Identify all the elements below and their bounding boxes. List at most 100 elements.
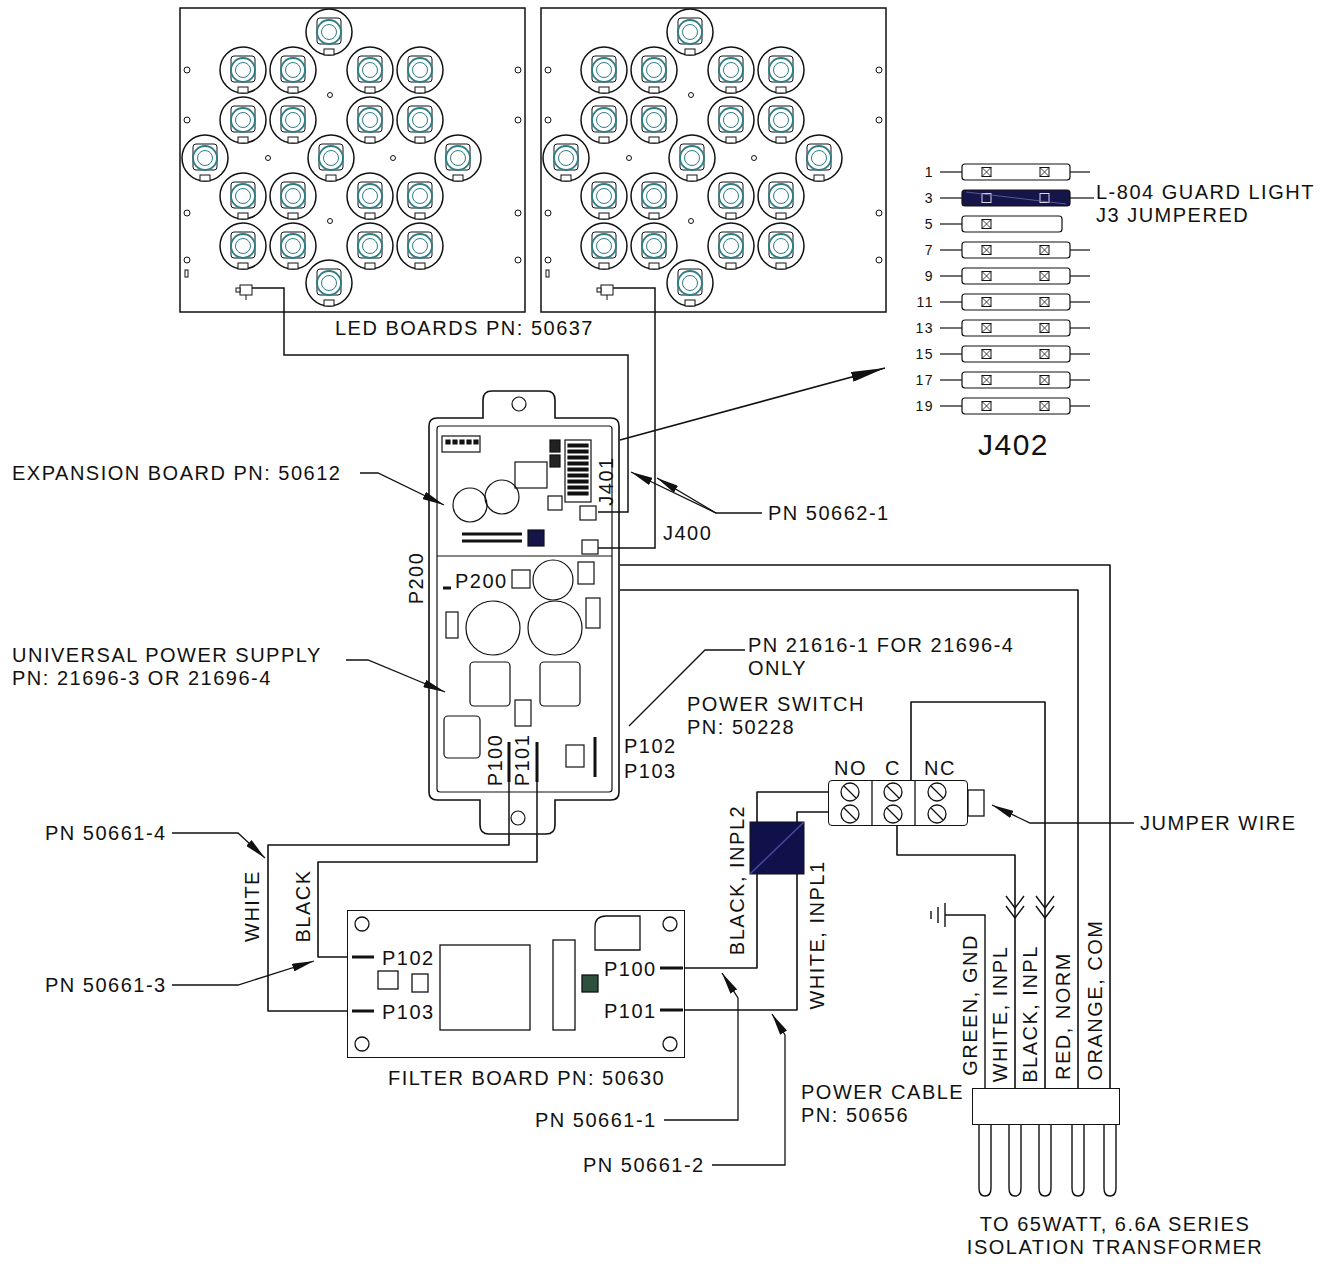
part-number: PN 50661-1 <box>535 1109 657 1132</box>
filter-board-parts <box>663 1037 677 1051</box>
leader-line <box>172 961 314 985</box>
power-supply-board <box>462 533 522 536</box>
leader-line <box>664 973 738 1120</box>
power-supply-board <box>515 462 547 488</box>
leader-line <box>346 660 445 692</box>
power-cable-parts <box>931 903 1116 1196</box>
filter-board-parts <box>595 916 640 950</box>
housing-outline <box>429 391 619 834</box>
filter-board-parts <box>355 1037 369 1051</box>
wire <box>318 835 537 957</box>
part-title: POWER CABLE PN: 50656 <box>801 1081 981 1127</box>
part-title: POWER SWITCH PN: 50228 <box>687 693 887 739</box>
part-label: UNIVERSAL POWER SUPPLY PN: 21696-3 OR 21… <box>12 644 342 690</box>
wire-label: WHITE <box>242 870 262 942</box>
power-supply-board <box>485 480 519 514</box>
jumper-header <box>940 268 1090 284</box>
terminal-label: C <box>885 757 901 780</box>
pin-number: 11 <box>916 293 934 311</box>
connector-label: J400 <box>663 522 712 545</box>
power-supply-board <box>462 540 522 543</box>
switch-terminals <box>914 780 915 826</box>
filter-board-parts <box>663 917 677 931</box>
connector-label: P200 <box>455 570 508 593</box>
filter-board-parts <box>660 1009 683 1012</box>
power-supply-board <box>446 440 478 444</box>
power-supply-board <box>565 440 591 502</box>
power-cable-parts <box>930 911 931 919</box>
jumper-header <box>940 164 1094 414</box>
leader-line <box>172 833 265 858</box>
wire-group <box>268 368 1110 1088</box>
power-supply-board <box>550 440 560 452</box>
connector-title: J402 <box>978 428 1049 463</box>
power-supply-housing: J401P200P100P101 <box>428 390 620 835</box>
wire <box>911 702 1045 1088</box>
power-cable-parts <box>1072 1125 1084 1196</box>
leader-line <box>172 472 1134 1165</box>
connector-label: P102 <box>624 735 677 758</box>
power-supply-board <box>466 601 520 655</box>
connector-label: P103 <box>382 1001 435 1024</box>
filter-board-parts <box>352 916 683 1051</box>
power-cable-parts <box>1039 1125 1051 1196</box>
pin-number: 19 <box>915 397 934 415</box>
pin-number: 5 <box>925 215 934 233</box>
wire-label: RED, NORM <box>1053 952 1073 1080</box>
part-number: PN 50662-1 <box>768 502 890 525</box>
power-supply-board <box>540 662 580 706</box>
part-number: PN 50661-4 <box>45 822 167 845</box>
part-label: EXPANSION BOARD PN: 50612 <box>12 462 341 485</box>
pin-number: 13 <box>915 319 934 337</box>
terminal-label: NO <box>834 757 867 780</box>
connector-label: P100 <box>485 734 505 787</box>
jumper-header <box>940 372 1090 388</box>
part-number: PN 50661-2 <box>583 1154 705 1177</box>
power-supply-board <box>528 601 582 655</box>
jumper-header <box>940 320 1090 336</box>
power-cable-parts <box>1009 1125 1021 1196</box>
wire <box>620 368 885 440</box>
jumper-header <box>940 346 1090 362</box>
leader-line <box>360 473 444 505</box>
power-supply-board <box>578 562 594 584</box>
power-supply-board <box>511 811 525 825</box>
wire <box>897 826 1015 1088</box>
power-supply-board <box>515 700 531 726</box>
connector-label: P102 <box>382 947 435 970</box>
jumper-header <box>940 242 1090 258</box>
power-supply-board <box>594 737 597 777</box>
connector-label: P101 <box>512 734 532 787</box>
jumper-header <box>940 294 1090 310</box>
part-title: FILTER BOARD PN: 50630 <box>388 1067 665 1090</box>
filter-board-parts <box>660 967 683 970</box>
power-supply-board <box>586 598 600 628</box>
connector-label: P101 <box>604 1000 657 1023</box>
power-supply-board <box>437 397 612 835</box>
jumper-header <box>940 164 1090 180</box>
filter-board-parts <box>440 945 530 1030</box>
filter-board-parts <box>412 974 428 992</box>
jumper-header <box>940 216 1062 232</box>
power-cable-parts <box>944 903 945 927</box>
pin-number: 7 <box>925 241 934 259</box>
power-supply-board <box>582 540 598 554</box>
note-label: L-804 GUARD LIGHT J3 JUMPERED <box>1096 181 1328 227</box>
power-supply-board <box>437 555 612 556</box>
pin-number: 9 <box>925 267 934 285</box>
power-supply-board <box>533 560 573 600</box>
power-cable-parts <box>979 1125 991 1196</box>
power-supply-board <box>536 782 538 835</box>
connector-label: P103 <box>624 760 677 783</box>
power-supply-board <box>528 530 544 546</box>
leader-line <box>992 805 1134 823</box>
power-supply-board <box>446 612 458 638</box>
pin-number: 15 <box>915 345 934 363</box>
connector-label: P100 <box>604 958 657 981</box>
power-supply-board <box>443 587 451 590</box>
power-cable-parts <box>945 915 985 1088</box>
terminal-label: NC <box>924 757 956 780</box>
wire-label: WHITE, INPL <box>990 946 1010 1083</box>
leader-line <box>631 472 762 513</box>
pin-number: 17 <box>915 371 934 389</box>
